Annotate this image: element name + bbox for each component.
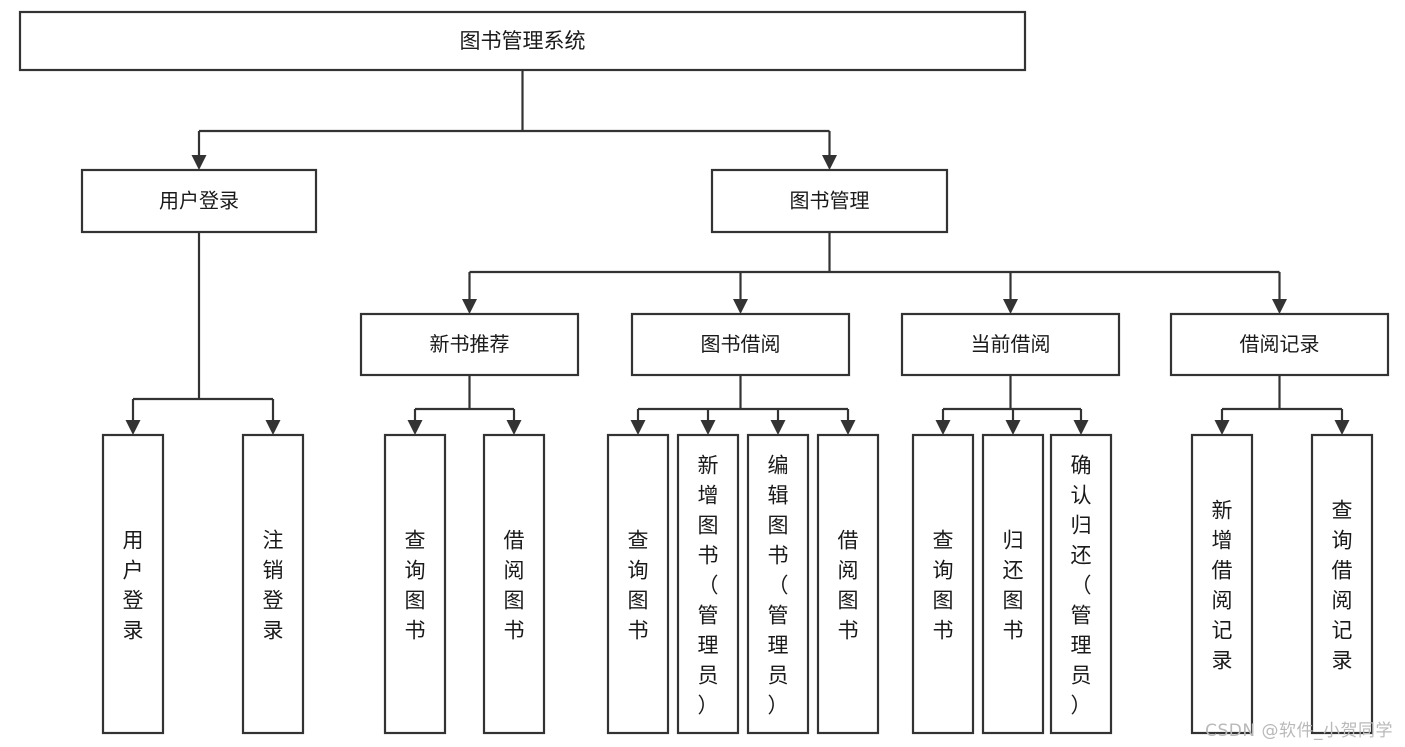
node-图书管理-level2[interactable]: 图书管理 bbox=[710, 168, 949, 234]
node-box bbox=[816, 433, 880, 735]
arrow-head-icon bbox=[506, 420, 522, 435]
node-box bbox=[911, 433, 975, 735]
node-box bbox=[606, 433, 670, 735]
arrow-head-icon bbox=[407, 420, 423, 435]
node-label: 当前借阅 bbox=[971, 332, 1051, 356]
node-layer: 图书管理系统用户登录图书管理新书推荐图书借阅当前借阅借阅记录用户登录注销登录查询… bbox=[18, 10, 1390, 735]
node-box bbox=[676, 433, 740, 735]
node-box bbox=[1169, 312, 1390, 377]
node-label: 新增借阅记录 bbox=[1212, 498, 1233, 672]
node-label: 图书管理 bbox=[790, 189, 870, 213]
node-新书推荐-level3[interactable]: 新书推荐 bbox=[359, 312, 580, 377]
node-当前借阅-level3[interactable]: 当前借阅 bbox=[900, 312, 1121, 377]
arrow-head-icon bbox=[1334, 420, 1350, 435]
node-box bbox=[630, 312, 851, 377]
node-label: 查询借阅记录 bbox=[1332, 498, 1353, 672]
node-查询图书-leaf-4[interactable]: 查询图书 bbox=[606, 433, 670, 735]
arrow-head-icon bbox=[1272, 299, 1287, 314]
node-box bbox=[482, 433, 546, 735]
arrow-head-icon bbox=[630, 420, 646, 435]
arrow-head-icon bbox=[125, 420, 141, 435]
node-查询图书-leaf-2[interactable]: 查询图书 bbox=[383, 433, 447, 735]
node-label: 归还图书 bbox=[1003, 528, 1024, 642]
arrow-head-icon bbox=[770, 420, 786, 435]
node-图书管理系统-root[interactable]: 图书管理系统 bbox=[18, 10, 1027, 72]
arrow-head-icon bbox=[1073, 420, 1089, 435]
connector-node-用户登录 bbox=[125, 232, 281, 435]
node-box bbox=[359, 312, 580, 377]
node-label: 查询图书 bbox=[933, 528, 954, 642]
node-label: 新书推荐 bbox=[430, 332, 510, 356]
node-label: 确认归还（管理员） bbox=[1071, 453, 1092, 717]
node-box bbox=[900, 312, 1121, 377]
node-label: 查询图书 bbox=[405, 528, 426, 642]
node-查询图书-leaf-8[interactable]: 查询图书 bbox=[911, 433, 975, 735]
node-label: 借阅图书 bbox=[504, 528, 525, 642]
node-编辑图书管理员-leaf-6[interactable]: 编辑图书（管理员） bbox=[746, 433, 810, 735]
node-新增图书管理员-leaf-5[interactable]: 新增图书（管理员） bbox=[676, 433, 740, 735]
connector-node-当前借阅 bbox=[935, 375, 1089, 435]
node-box bbox=[981, 433, 1045, 735]
connector-node-图书管理系统 bbox=[191, 70, 837, 170]
node-label: 查询图书 bbox=[628, 528, 649, 642]
node-box bbox=[101, 433, 165, 735]
arrow-head-icon bbox=[1003, 299, 1018, 314]
node-借阅记录-level3[interactable]: 借阅记录 bbox=[1169, 312, 1390, 377]
node-借阅图书-leaf-3[interactable]: 借阅图书 bbox=[482, 433, 546, 735]
node-box bbox=[1310, 433, 1374, 735]
node-label: 注销登录 bbox=[263, 528, 284, 642]
node-label: 借阅图书 bbox=[838, 528, 859, 642]
arrow-head-icon bbox=[462, 299, 477, 314]
node-box bbox=[241, 433, 305, 735]
connector-node-借阅记录 bbox=[1214, 375, 1350, 435]
node-label: 编辑图书（管理员） bbox=[768, 453, 789, 717]
node-图书借阅-level3[interactable]: 图书借阅 bbox=[630, 312, 851, 377]
node-确认归还管理员-leaf-10[interactable]: 确认归还（管理员） bbox=[1049, 433, 1113, 735]
arrow-head-icon bbox=[935, 420, 951, 435]
connector-node-图书借阅 bbox=[630, 375, 856, 435]
arrow-head-icon bbox=[191, 155, 207, 170]
node-用户登录-level2[interactable]: 用户登录 bbox=[80, 168, 318, 234]
node-label: 借阅记录 bbox=[1240, 332, 1320, 356]
node-box bbox=[1190, 433, 1254, 735]
arrow-head-icon bbox=[700, 420, 716, 435]
arrow-head-icon bbox=[733, 299, 748, 314]
node-box bbox=[710, 168, 949, 234]
node-用户登录-leaf-0[interactable]: 用户登录 bbox=[101, 433, 165, 735]
arrow-head-icon bbox=[1005, 420, 1021, 435]
node-label: 用户登录 bbox=[123, 528, 144, 642]
node-label: 用户登录 bbox=[159, 189, 239, 213]
arrow-head-icon bbox=[840, 420, 856, 435]
node-注销登录-leaf-1[interactable]: 注销登录 bbox=[241, 433, 305, 735]
node-box bbox=[746, 433, 810, 735]
connector-layer bbox=[125, 70, 1350, 435]
node-box bbox=[383, 433, 447, 735]
node-box bbox=[18, 10, 1027, 72]
node-借阅图书-leaf-7[interactable]: 借阅图书 bbox=[816, 433, 880, 735]
node-新增借阅记录-leaf-11[interactable]: 新增借阅记录 bbox=[1190, 433, 1254, 735]
connector-node-图书管理 bbox=[462, 232, 1287, 314]
node-查询借阅记录-leaf-12[interactable]: 查询借阅记录 bbox=[1310, 433, 1374, 735]
arrow-head-icon bbox=[1214, 420, 1230, 435]
node-label: 图书借阅 bbox=[701, 332, 781, 356]
node-box bbox=[1049, 433, 1113, 735]
node-label: 新增图书（管理员） bbox=[698, 453, 719, 717]
connector-node-新书推荐 bbox=[407, 375, 522, 435]
node-label: 图书管理系统 bbox=[460, 29, 586, 53]
arrow-head-icon bbox=[265, 420, 281, 435]
arrow-head-icon bbox=[822, 155, 837, 170]
node-box bbox=[80, 168, 318, 234]
node-归还图书-leaf-9[interactable]: 归还图书 bbox=[981, 433, 1045, 735]
